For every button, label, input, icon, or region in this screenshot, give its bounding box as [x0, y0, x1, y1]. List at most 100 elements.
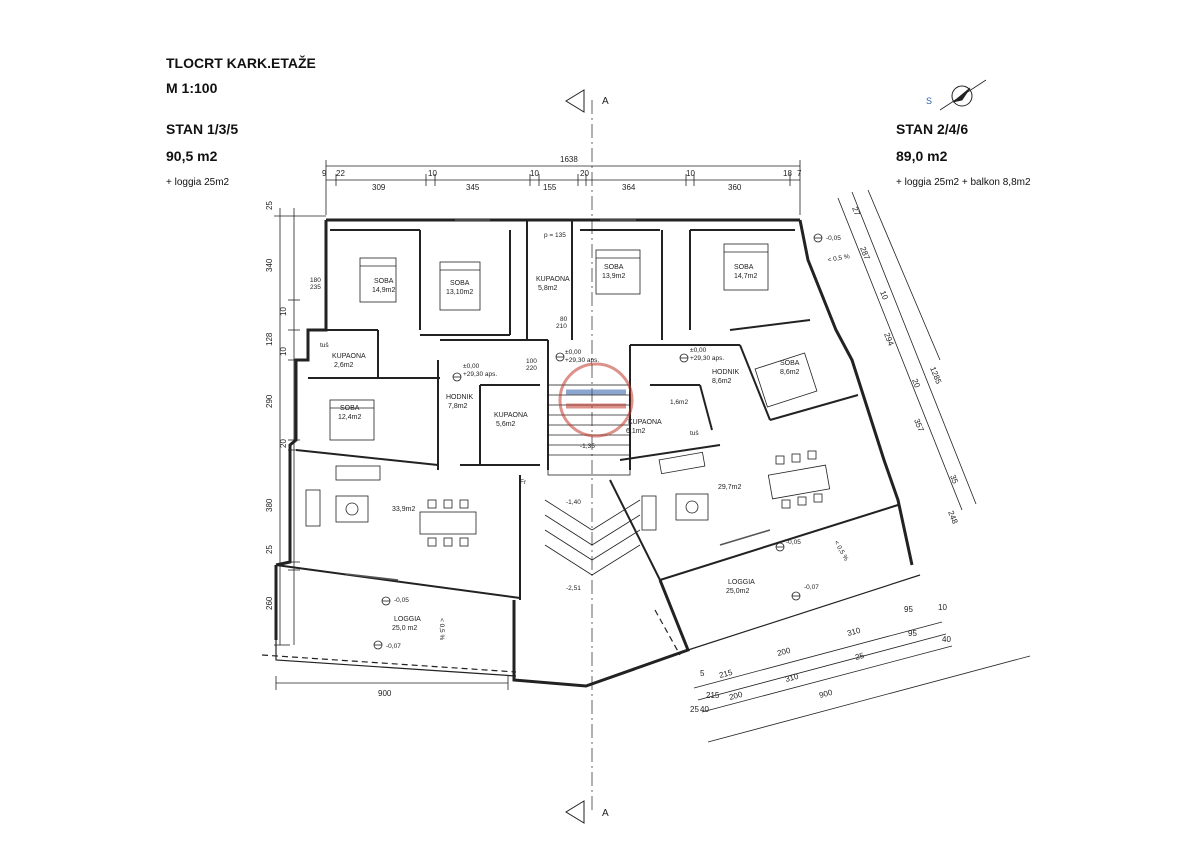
svg-text:-1,40: -1,40: [566, 499, 581, 506]
svg-text:248: 248: [946, 509, 960, 525]
svg-text:357: 357: [912, 417, 926, 433]
bottom-left-dimension: [275, 676, 509, 690]
svg-text:310: 310: [784, 672, 800, 684]
svg-text:6,1m2: 6,1m2: [626, 428, 646, 435]
bed-icon: [359, 257, 397, 303]
svg-text:LOGGIA: LOGGIA: [394, 616, 421, 623]
room-loggia-left: LOGGIA 25,0 m2: [392, 616, 421, 632]
svg-text:-0,07: -0,07: [386, 643, 401, 650]
svg-text:10: 10: [279, 347, 288, 356]
svg-text:tuš: tuš: [690, 430, 699, 437]
room-hodnik-1: HODNIK 7,8m2: [446, 394, 474, 410]
level-marker-icon: [813, 233, 823, 243]
level-marker-icon: [775, 542, 785, 552]
svg-text:20: 20: [279, 439, 288, 448]
svg-text:9: 9: [322, 169, 327, 178]
right-unit-name: STAN 2/4/6: [896, 121, 969, 137]
svg-text:215: 215: [706, 691, 720, 700]
left-unit-extra: + loggia 25m2: [166, 177, 230, 188]
bed-icon: [439, 261, 481, 311]
svg-text:+29,30 aps.: +29,30 aps.: [565, 357, 599, 364]
svg-text:7,8m2: 7,8m2: [448, 403, 468, 410]
svg-text:Fr: Fr: [520, 479, 527, 486]
svg-text:10: 10: [686, 169, 695, 178]
bed-icon: [723, 243, 769, 291]
level-marker-icon: [555, 352, 565, 362]
svg-text:128: 128: [265, 332, 274, 346]
left-unit-area: 90,5 m2: [166, 148, 218, 164]
svg-text:-0,05: -0,05: [786, 539, 801, 546]
svg-text:< 0,5 %: < 0,5 %: [438, 618, 445, 640]
svg-text:900: 900: [818, 688, 834, 700]
svg-text:< 0,5 %: < 0,5 %: [832, 540, 849, 563]
svg-text:-0,05: -0,05: [394, 597, 409, 604]
right-dimension-chain: [837, 189, 977, 511]
level-marker-icon: [381, 596, 391, 606]
section-label-bottom: A: [602, 808, 609, 819]
svg-text:10: 10: [530, 169, 539, 178]
svg-text:KUPAONA: KUPAONA: [332, 353, 366, 360]
svg-text:364: 364: [622, 183, 636, 192]
plan-scale: M 1:100: [166, 80, 218, 96]
svg-text:+29,30 aps.: +29,30 aps.: [463, 371, 497, 378]
loggia-left-outline: [261, 640, 517, 677]
svg-text:309: 309: [372, 183, 386, 192]
svg-text:14,7m2: 14,7m2: [734, 273, 757, 280]
svg-text:20: 20: [580, 169, 589, 178]
svg-text:+29,30 aps.: +29,30 aps.: [690, 355, 724, 362]
left-dimension-chain: [274, 208, 326, 646]
svg-text:25,0m2: 25,0m2: [726, 588, 749, 595]
svg-text:p = 135: p = 135: [544, 232, 566, 239]
svg-text:340: 340: [265, 258, 274, 272]
dim-left-parts: 25 340 10 128 10 290 20 380 25 260: [265, 201, 288, 610]
svg-text:7: 7: [797, 169, 802, 178]
top-dimension-chain: [325, 160, 801, 215]
svg-text:180: 180: [310, 277, 321, 284]
dining-table-icon: [767, 450, 831, 509]
svg-text:±0,00: ±0,00: [690, 347, 707, 354]
svg-text:380: 380: [265, 498, 274, 512]
level-marker-icon: [679, 353, 689, 363]
dim-right-parts: 27 287 10 294 20 357 35 248 1285: [850, 205, 960, 525]
svg-text:27: 27: [850, 205, 862, 217]
svg-text:25,0 m2: 25,0 m2: [392, 625, 417, 632]
svg-text:±0,00: ±0,00: [565, 349, 582, 356]
svg-text:SOBA: SOBA: [604, 264, 624, 271]
svg-text:SOBA: SOBA: [374, 278, 394, 285]
svg-text:-0,07: -0,07: [804, 584, 819, 591]
svg-text:22: 22: [336, 169, 345, 178]
sofa-icon: [641, 451, 709, 531]
svg-text:40: 40: [700, 705, 709, 714]
svg-text:12,4m2: 12,4m2: [338, 414, 361, 421]
svg-text:33,9m2: 33,9m2: [392, 506, 415, 513]
svg-text:155: 155: [543, 183, 557, 192]
svg-text:25: 25: [265, 201, 274, 210]
svg-text:8,6m2: 8,6m2: [712, 378, 732, 385]
svg-text:215: 215: [718, 668, 734, 680]
svg-text:220: 220: [526, 365, 537, 372]
svg-text:290: 290: [265, 394, 274, 408]
svg-text:2,6m2: 2,6m2: [334, 362, 354, 369]
room-living-left: 33,9m2: [392, 506, 415, 513]
svg-text:20: 20: [910, 377, 922, 389]
bed-icon: [595, 249, 641, 295]
left-unit-name: STAN 1/3/5: [166, 121, 239, 137]
svg-text:KUPAONA: KUPAONA: [536, 276, 570, 283]
svg-text:200: 200: [776, 646, 792, 658]
svg-text:14,9m2: 14,9m2: [372, 287, 395, 294]
svg-text:345: 345: [466, 183, 480, 192]
svg-text:HODNIK: HODNIK: [446, 394, 474, 401]
svg-text:235: 235: [310, 284, 321, 291]
dim-total-top: 1638: [560, 155, 578, 164]
svg-text:SOBA: SOBA: [450, 280, 470, 287]
window-marks: [345, 219, 771, 581]
level-marker-icon: [373, 640, 383, 650]
